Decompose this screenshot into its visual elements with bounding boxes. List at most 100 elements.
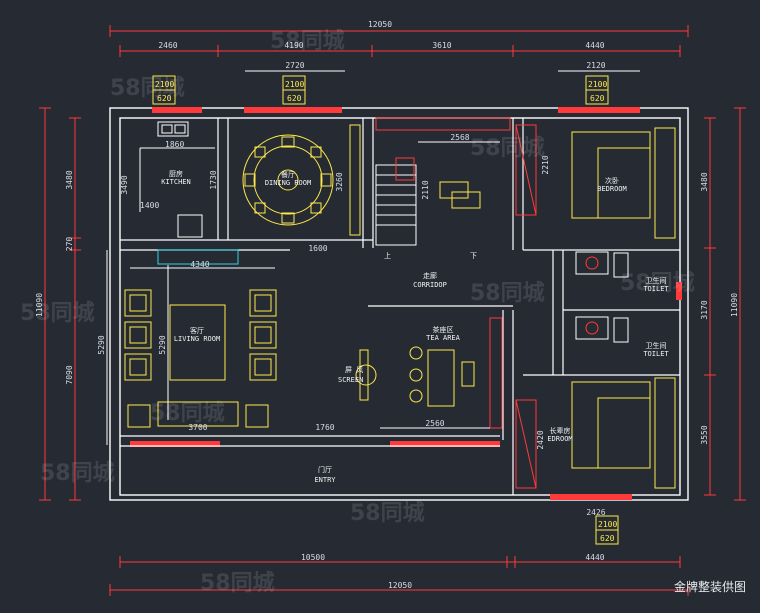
svg-text:58同城: 58同城 bbox=[40, 460, 115, 486]
svg-text:2560: 2560 bbox=[425, 419, 444, 428]
svg-text:58同城: 58同城 bbox=[20, 300, 95, 326]
bedroom2-label-en: EDROOM bbox=[547, 435, 572, 443]
svg-text:2100: 2100 bbox=[598, 520, 617, 529]
dim-right-total: 11090 bbox=[730, 293, 739, 317]
dim-left-total: 11090 bbox=[35, 293, 44, 317]
dim-bottom-total: 12050 bbox=[388, 581, 412, 590]
bedroom1-label-cn: 次卧 bbox=[605, 176, 619, 185]
corridor-label-en: CORRIDOP bbox=[413, 281, 447, 289]
svg-text:5290: 5290 bbox=[158, 335, 167, 354]
toilet1-label-en: TOILET bbox=[643, 285, 669, 293]
svg-text:2100: 2100 bbox=[155, 80, 174, 89]
dim-left-3: 7090 bbox=[65, 365, 74, 384]
svg-text:1600: 1600 bbox=[308, 244, 327, 253]
bedroom-2: 2420 2426 长辈房 EDROOM bbox=[515, 377, 676, 517]
svg-text:58同城: 58同城 bbox=[200, 570, 275, 596]
dim-left-inner: 5290 bbox=[97, 335, 106, 354]
svg-text:1760: 1760 bbox=[315, 423, 334, 432]
svg-text:3490: 3490 bbox=[120, 175, 129, 194]
corridor-label-cn: 走廊 bbox=[423, 271, 437, 280]
living-room: 4340 5290 3700 客厅 LIVING ROOM bbox=[124, 249, 277, 432]
svg-text:2100: 2100 bbox=[285, 80, 304, 89]
screen-label-en: SCREEN bbox=[338, 376, 363, 384]
stair-down-label: 下 bbox=[470, 252, 477, 260]
dim-top-total: 12050 bbox=[368, 20, 392, 29]
svg-text:2110: 2110 bbox=[421, 180, 430, 199]
stair: 2568 2110 上 下 bbox=[375, 117, 511, 260]
top-dimensions bbox=[109, 25, 689, 72]
kitchen: 1860 1730 3490 1400 厨房 KITCHEN bbox=[120, 121, 218, 238]
bedroom1-label-en: BEDROOM bbox=[597, 185, 627, 193]
window-tag: 2100 620 bbox=[152, 75, 176, 105]
svg-text:58同城: 58同城 bbox=[620, 270, 695, 296]
window-tag: 2100 620 bbox=[585, 75, 609, 105]
svg-text:3260: 3260 bbox=[335, 172, 344, 191]
svg-text:58同城: 58同城 bbox=[350, 500, 425, 526]
svg-text:3700: 3700 bbox=[188, 423, 207, 432]
dim-top-3: 3610 bbox=[432, 41, 451, 50]
dim-top-1: 2460 bbox=[158, 41, 177, 50]
dim-left-2: 270 bbox=[65, 237, 74, 252]
svg-text:2210: 2210 bbox=[541, 155, 550, 174]
toilet2-label-cn: 卫生间 bbox=[646, 341, 667, 350]
dim-top-sub-right: 2120 bbox=[586, 61, 605, 70]
windows bbox=[130, 107, 682, 500]
svg-text:1400: 1400 bbox=[140, 201, 159, 210]
dim-right-1: 3480 bbox=[700, 172, 709, 191]
stair-up-label: 上 bbox=[384, 251, 391, 260]
dim-left-1: 3480 bbox=[65, 170, 74, 189]
svg-text:620: 620 bbox=[590, 94, 605, 103]
bedroom2-label-cn: 长辈房 bbox=[550, 426, 571, 435]
toilet2-label-en: TOILET bbox=[643, 350, 669, 358]
svg-text:620: 620 bbox=[600, 534, 615, 543]
bedroom-1: 2210 次卧 BEDROOM bbox=[515, 124, 676, 239]
living-label-en: LIVING ROOM bbox=[174, 335, 220, 343]
svg-text:58同城: 58同城 bbox=[110, 75, 185, 101]
window-tag: 2100 620 bbox=[595, 515, 619, 545]
svg-text:58同城: 58同城 bbox=[470, 135, 545, 161]
svg-text:620: 620 bbox=[287, 94, 302, 103]
dining-label-cn: 餐厅 bbox=[281, 170, 295, 179]
svg-text:1860: 1860 bbox=[165, 140, 184, 149]
tea-area: 2560 1760 屏 风 SCREEN 茶座区 TEA AREA bbox=[315, 317, 503, 432]
dim-right-3: 3550 bbox=[700, 425, 709, 444]
svg-text:2420: 2420 bbox=[536, 430, 545, 449]
svg-text:620: 620 bbox=[157, 94, 172, 103]
interior-walls bbox=[120, 118, 680, 495]
svg-text:2568: 2568 bbox=[450, 133, 469, 142]
entry-label-cn: 门厅 bbox=[318, 465, 332, 474]
dining-room: 3260 1600 餐厅 DINING ROOM bbox=[242, 124, 361, 253]
dim-top-4: 4440 bbox=[585, 41, 604, 50]
dim-top-2: 4190 bbox=[284, 41, 303, 50]
left-dimensions bbox=[39, 107, 108, 501]
svg-text:2426: 2426 bbox=[586, 508, 605, 517]
dim-right-2: 3170 bbox=[700, 300, 709, 319]
svg-text:1730: 1730 bbox=[209, 170, 218, 189]
tea-label-en: TEA AREA bbox=[426, 334, 461, 342]
svg-text:2100: 2100 bbox=[588, 80, 607, 89]
svg-text:4340: 4340 bbox=[190, 260, 209, 269]
kitchen-label-cn: 厨房 bbox=[169, 169, 183, 178]
tea-label-cn: 茶座区 bbox=[433, 325, 454, 334]
dining-label-en: DINING ROOM bbox=[265, 179, 311, 187]
kitchen-label-en: KITCHEN bbox=[161, 178, 191, 186]
toilet1-label-cn: 卫生间 bbox=[646, 276, 667, 285]
window-tag: 2100 620 bbox=[282, 75, 306, 105]
dim-bottom-1: 10500 bbox=[301, 553, 325, 562]
dim-top-sub: 2720 bbox=[285, 61, 304, 70]
dim-bottom-2: 4440 bbox=[585, 553, 604, 562]
entry: 门厅 ENTRY bbox=[314, 465, 336, 484]
bottom-dimensions bbox=[109, 556, 689, 596]
screen-label-cn: 屏 风 bbox=[345, 366, 363, 374]
toilets: 卫生间 TOILET 卫生间 TOILET bbox=[575, 251, 669, 358]
living-label-cn: 客厅 bbox=[190, 326, 204, 335]
watermark: 58同城 58同城 58同城 58同城 58同城 58同城 58同城 58同城 … bbox=[20, 28, 695, 596]
entry-label-en: ENTRY bbox=[314, 476, 336, 484]
svg-text:58同城: 58同城 bbox=[150, 400, 225, 426]
svg-text:58同城: 58同城 bbox=[270, 28, 345, 54]
caption: 金牌整装供图 bbox=[673, 580, 746, 594]
svg-text:58同城: 58同城 bbox=[470, 280, 545, 306]
corridor: 走廊 CORRIDOP bbox=[413, 271, 447, 289]
right-dimensions bbox=[704, 107, 746, 501]
